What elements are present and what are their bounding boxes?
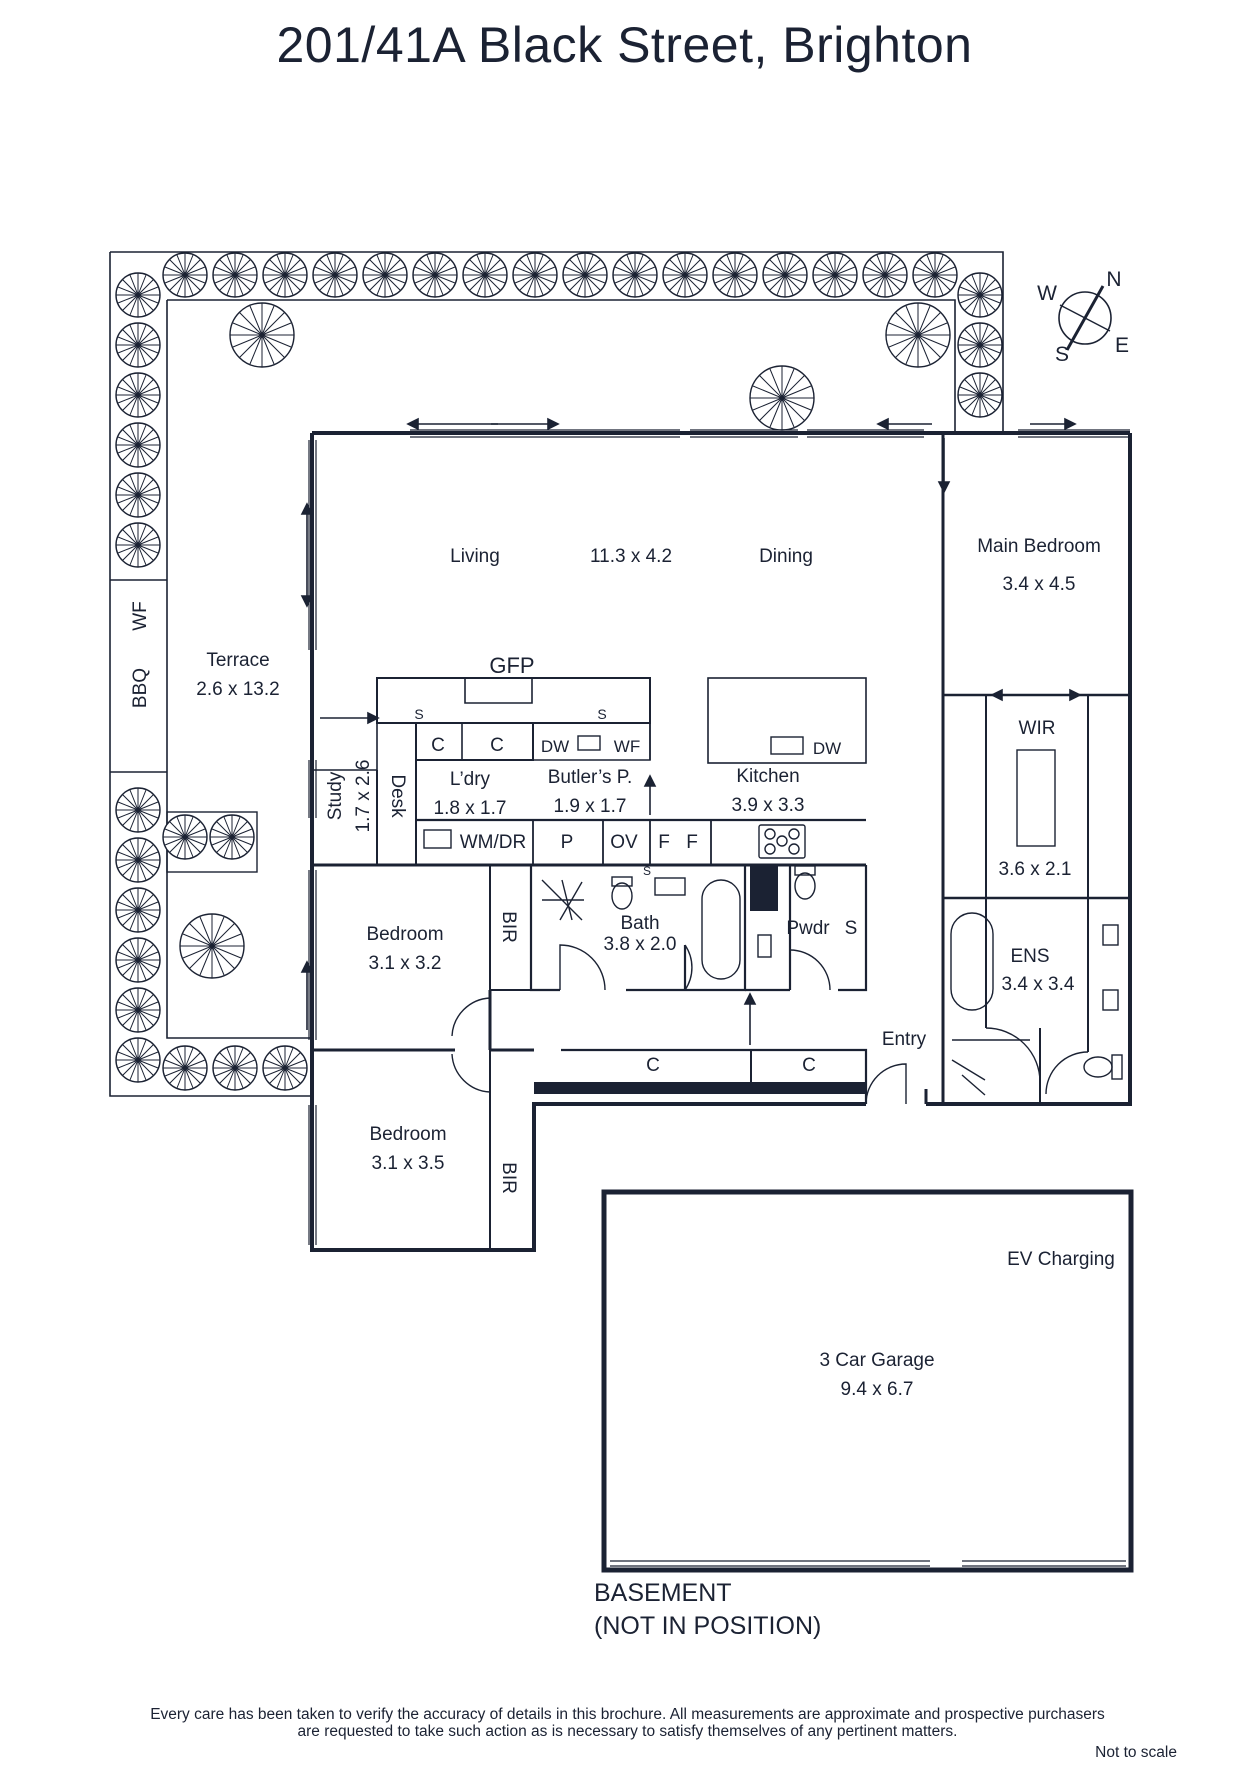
label-kitchen-dim: 3.9 x 3.3 bbox=[732, 795, 805, 816]
label-cupboard-4: C bbox=[802, 1055, 816, 1076]
label-gfp: GFP bbox=[489, 653, 534, 678]
label-ens: ENS bbox=[1010, 946, 1049, 967]
label-not-in-position: (NOT IN POSITION) bbox=[594, 1612, 821, 1640]
disclaimer-line-2: are requested to take such action as is … bbox=[297, 1723, 958, 1740]
label-pwdr-s: S bbox=[845, 918, 858, 939]
garage-outline bbox=[601, 1189, 1134, 1573]
label-wmdr: WM/DR bbox=[460, 832, 526, 853]
label-laundry-dim: 1.8 x 1.7 bbox=[434, 798, 507, 819]
label-bath: Bath bbox=[620, 913, 659, 934]
label-bath-s: S bbox=[643, 864, 651, 878]
label-bedroom-2: Bedroom bbox=[369, 1124, 446, 1145]
windows bbox=[308, 429, 1130, 1567]
label-butlers: Butler’s P. bbox=[548, 767, 633, 788]
hedge-trees bbox=[115, 252, 1003, 1091]
label-wir: WIR bbox=[1019, 718, 1056, 739]
sliding-door-arrows bbox=[300, 417, 1082, 1045]
label-study: Study bbox=[325, 771, 346, 820]
label-bedroom-1-dim: 3.1 x 3.2 bbox=[369, 953, 442, 974]
label-bir-2: BIR bbox=[498, 1162, 519, 1194]
label-kitchen: Kitchen bbox=[736, 766, 799, 787]
label-main-bedroom: Main Bedroom bbox=[977, 536, 1101, 557]
label-bedroom-2-dim: 3.1 x 3.5 bbox=[372, 1153, 445, 1174]
label-bath-dim: 3.8 x 2.0 bbox=[604, 934, 677, 955]
compass-icon: N E S W bbox=[1037, 268, 1129, 366]
label-pwdr: Pwdr bbox=[786, 918, 830, 939]
label-living: Living bbox=[450, 546, 500, 567]
label-garage: 3 Car Garage bbox=[819, 1350, 934, 1371]
label-oven: OV bbox=[610, 832, 638, 853]
label-living-dim: 11.3 x 4.2 bbox=[590, 546, 672, 567]
terrace-garden bbox=[109, 251, 1004, 1097]
label-terrace-wf: WF bbox=[130, 601, 151, 631]
label-wf-butlers: WF bbox=[614, 737, 640, 756]
swing-doors bbox=[451, 944, 1089, 1105]
label-main-bedroom-dim: 3.4 x 4.5 bbox=[1003, 574, 1076, 595]
compass-e: E bbox=[1115, 334, 1129, 357]
fixtures bbox=[423, 735, 1123, 1096]
compass-n: N bbox=[1106, 268, 1121, 291]
label-fridge-1: F bbox=[658, 832, 670, 853]
disclaimer: Every care has been taken to verify the … bbox=[40, 1706, 1215, 1740]
label-cupboard-3: C bbox=[646, 1055, 660, 1076]
label-entry: Entry bbox=[882, 1029, 927, 1050]
label-cupboard-1: C bbox=[431, 735, 445, 756]
compass-s: S bbox=[1055, 343, 1069, 366]
label-study-dim: 1.7 x 2.6 bbox=[353, 760, 374, 833]
label-cupboard-2: C bbox=[490, 735, 504, 756]
room-labels: Living 11.3 x 4.2 Dining Main Bedroom 3.… bbox=[130, 536, 1115, 1640]
label-fridge-2: F bbox=[686, 832, 698, 853]
label-dw-butlers: DW bbox=[541, 737, 569, 756]
label-bbq: BBQ bbox=[130, 668, 151, 708]
disclaimer-line-1: Every care has been taken to verify the … bbox=[150, 1706, 1105, 1723]
label-basement: BASEMENT bbox=[594, 1579, 732, 1607]
label-shelf-2: S bbox=[597, 706, 606, 722]
label-pantry: P bbox=[561, 832, 574, 853]
label-bir-1: BIR bbox=[498, 911, 519, 943]
label-wir-dim: 3.6 x 2.1 bbox=[999, 859, 1072, 880]
label-butlers-dim: 1.9 x 1.7 bbox=[554, 796, 627, 817]
page-title: 201/41A Black Street, Brighton bbox=[276, 17, 973, 73]
house-walls bbox=[310, 431, 1132, 1252]
label-terrace: Terrace bbox=[206, 650, 269, 671]
label-laundry: L’dry bbox=[450, 769, 491, 790]
label-desk: Desk bbox=[387, 774, 408, 818]
label-shelf-1: S bbox=[414, 706, 423, 722]
label-dining: Dining bbox=[759, 546, 813, 567]
label-ev-charging: EV Charging bbox=[1007, 1249, 1115, 1270]
compass-w: W bbox=[1037, 282, 1057, 305]
label-ens-dim: 3.4 x 3.4 bbox=[1002, 974, 1075, 995]
label-dw-kitchen: DW bbox=[813, 739, 841, 758]
not-to-scale-note: Not to scale bbox=[1095, 1744, 1177, 1761]
label-bedroom-1: Bedroom bbox=[366, 924, 443, 945]
label-terrace-dim: 2.6 x 13.2 bbox=[196, 679, 279, 700]
label-garage-dim: 9.4 x 6.7 bbox=[841, 1379, 914, 1400]
